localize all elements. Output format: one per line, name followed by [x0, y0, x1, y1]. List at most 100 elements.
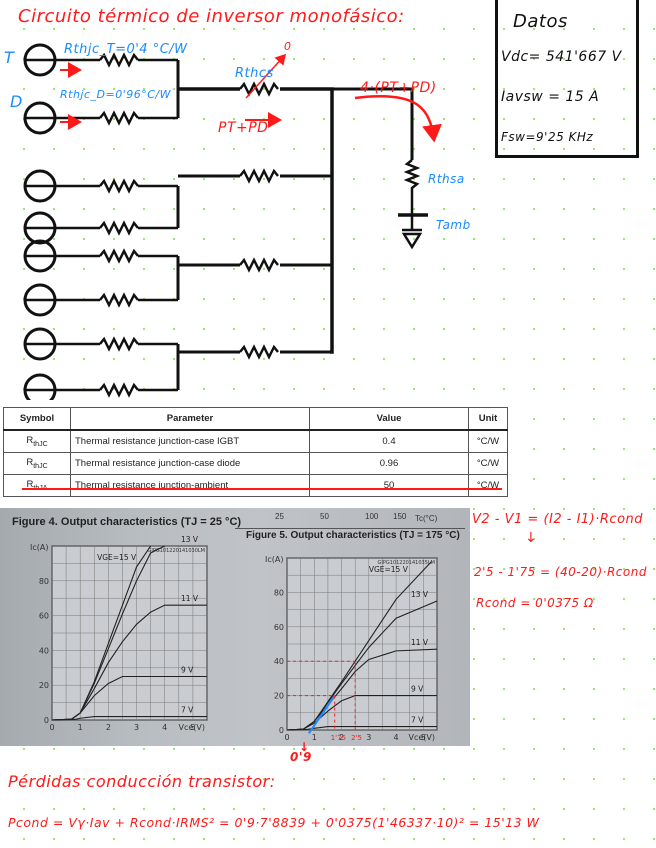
- rthjc-D-label: Rthjc_D=0'96°C/W: [60, 88, 172, 101]
- marked-value-label: 1'75: [331, 734, 346, 742]
- series-label: VGE=15 V: [97, 553, 137, 562]
- column-header: Unit: [468, 407, 508, 431]
- rthjc-resistor: [99, 382, 139, 398]
- x-tick-label: 5: [421, 733, 426, 742]
- series-line: [51, 715, 207, 721]
- equation-slope: V2 - V1 = (I2 - I1)·Rcond: [472, 512, 644, 527]
- value-cell: 0.96: [309, 452, 469, 475]
- rthcs-value: 0: [284, 40, 292, 53]
- series-label: 7 V: [181, 706, 194, 715]
- figure5-title: Figure 5. Output characteristics (TJ = 1…: [246, 530, 460, 541]
- parameter-cell: Thermal resistance junction-case diode: [70, 452, 310, 475]
- conduction-losses-formula: Pcond = Vγ·Iav + Rcond·IRMS² = 0'9·7'883…: [8, 815, 540, 830]
- x-tick-label: 5: [190, 723, 195, 732]
- series-label: 11 V: [411, 638, 429, 647]
- y-tick-label: 20: [274, 692, 284, 701]
- y-axis-label: Ic(A): [265, 555, 283, 564]
- page-title: Circuito térmico de inversor monofásico:: [18, 6, 405, 27]
- iavsw-value: Iavsw = 15 A: [501, 89, 600, 105]
- sink-wire: [332, 87, 414, 160]
- y-tick-label: 60: [274, 623, 284, 632]
- table-header-row: Symbol Parameter Value Unit: [3, 407, 508, 431]
- y-tick-label: 60: [39, 612, 49, 621]
- fsw-value: Fsw=9'25 KHz: [501, 130, 594, 144]
- vdc-value: Vdc= 541'667 V: [501, 49, 622, 65]
- rthsa-label: Rthsa: [428, 172, 465, 186]
- source-T-label: T: [4, 48, 15, 67]
- series-label: 13 V: [181, 536, 199, 544]
- y-tick-label: 0: [44, 716, 49, 725]
- symbol-cell: RthJC: [3, 429, 71, 453]
- value-cell: 0.4: [309, 429, 469, 453]
- column-header: Value: [309, 407, 469, 431]
- chart-code: GIPG101220141030LM: [147, 548, 205, 554]
- rthjc-resistor: [99, 292, 139, 308]
- tamb-label: Tamb: [436, 218, 471, 232]
- equation-values: 2'5 - 1'75 = (40-20)·Rcond: [474, 565, 647, 579]
- rthjc-resistor: [99, 178, 139, 194]
- rthcs-resistor: [239, 257, 279, 273]
- total-power-curve: [354, 95, 442, 143]
- tick-label: 25: [275, 512, 284, 521]
- x-tick-label: 2: [106, 723, 111, 732]
- rthcs-slash: [245, 53, 287, 99]
- series-label: 13 V: [411, 590, 429, 599]
- x-tick-label: 4: [162, 723, 167, 732]
- datos-title: Datos: [513, 11, 568, 32]
- rthjc-resistor: [99, 52, 139, 68]
- rthjc-resistor: [99, 220, 139, 236]
- x-tick-label: 0: [284, 733, 289, 742]
- rthjc-resistor: [99, 110, 139, 126]
- table-row: RthJA Thermal resistance junction-ambien…: [3, 474, 508, 497]
- rthcs-resistor: [239, 168, 279, 184]
- x-tick-label: 3: [134, 723, 139, 732]
- series-label: 9 V: [181, 666, 194, 675]
- total-power-label: 4·(PT+PD): [360, 80, 437, 96]
- strikethrough-line: [22, 488, 502, 490]
- series-label: VGE=15 V: [369, 565, 409, 574]
- y-tick-label: 0: [279, 726, 284, 735]
- column-header: Symbol: [3, 407, 71, 431]
- source-D-label: D: [10, 92, 23, 111]
- rthcs-resistor: [239, 344, 279, 360]
- unit-cell: °C/W: [468, 474, 508, 497]
- conduction-losses-heading: Pérdidas conducción transistor:: [8, 772, 276, 791]
- table-row: RthJC Thermal resistance junction-case d…: [3, 452, 508, 475]
- x-axis-label: Vce(V): [408, 733, 435, 742]
- y-axis-label: Ic(A): [30, 543, 48, 552]
- series-label: 11 V: [181, 594, 199, 603]
- figure4-title: Figure 4. Output characteristics (TJ = 2…: [12, 516, 242, 528]
- tick-label: 100: [365, 512, 379, 521]
- x-tick-label: 3: [366, 733, 371, 742]
- power-label: PT+PD: [218, 120, 269, 136]
- symbol-cell: RthJA: [3, 474, 71, 497]
- table-row: RthJC Thermal resistance junction-case I…: [3, 429, 508, 453]
- datos-box: Datos Vdc= 541'667 V Iavsw = 15 A Fsw=9'…: [495, 0, 639, 158]
- x-axis-label: Vce(V): [178, 723, 205, 732]
- x-tick-label: 4: [394, 733, 399, 742]
- bus-line: [178, 87, 334, 354]
- y-tick-label: 20: [39, 681, 49, 690]
- thermal-circuit-diagram: [23, 43, 442, 400]
- rthjc-resistor: [99, 248, 139, 264]
- intercept-arrow-icon: ↓: [299, 740, 310, 754]
- heat-source-icon: [23, 373, 57, 400]
- arrow-down-icon: ↓: [525, 530, 538, 546]
- y-tick-label: 80: [39, 577, 49, 586]
- rthsa-resistor: [403, 159, 421, 214]
- x-tick-label: 0: [49, 723, 54, 732]
- intercept-label: 0'9: [290, 750, 312, 764]
- y-tick-label: 40: [274, 657, 284, 666]
- axis-label: Tc(°C): [415, 514, 438, 523]
- tangent-line: [307, 695, 336, 735]
- x-tick-label: 1: [78, 723, 83, 732]
- x-tick-label: 1: [312, 733, 317, 742]
- unit-cell: °C/W: [468, 429, 508, 453]
- rthjc-T-label: Rthjc_T=0'4 °C/W: [64, 42, 188, 57]
- series-label: 7 V: [411, 716, 424, 725]
- unit-cell: °C/W: [468, 452, 508, 475]
- photo-top-strip: 25 50 100 150 Tc(°C): [235, 508, 465, 529]
- datasheet-photo: 25 50 100 150 Tc(°C) Figure 4. Output ch…: [0, 508, 470, 746]
- symbol-cell: RthJC: [3, 452, 71, 475]
